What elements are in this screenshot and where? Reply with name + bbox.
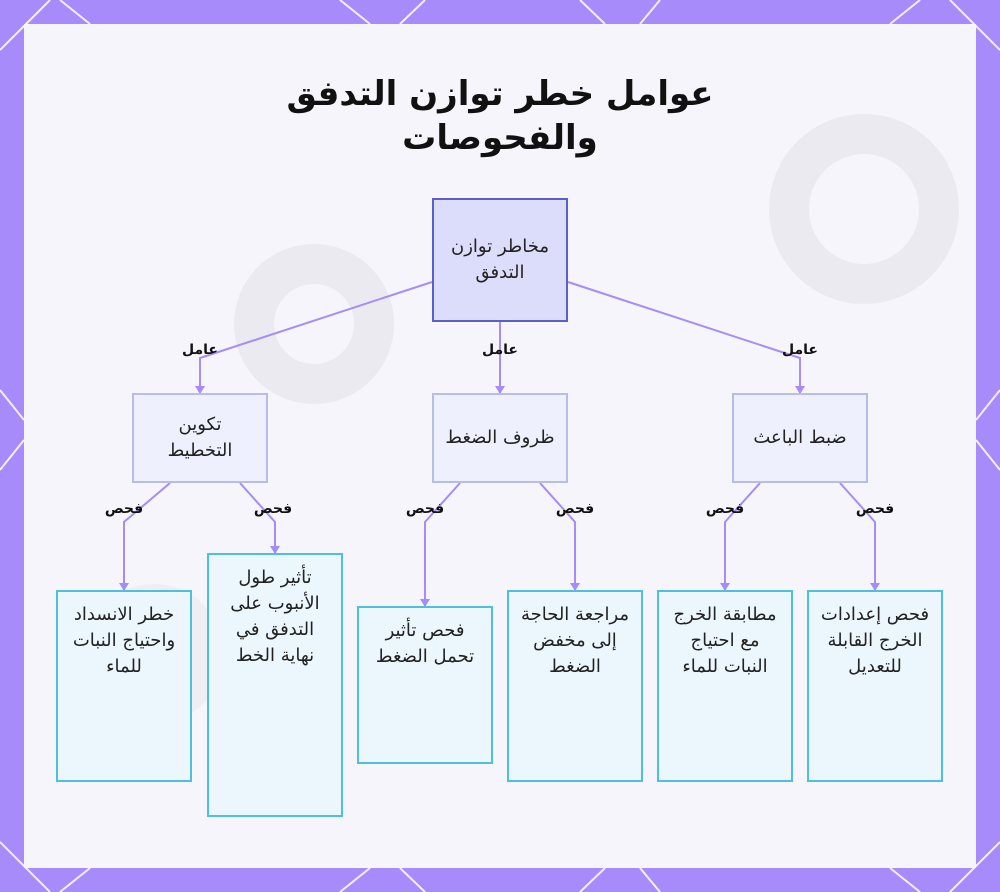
arrowhead	[795, 386, 805, 394]
factor-node-emitter: ضبط الباعث	[732, 393, 868, 483]
edge-label-check: فحص	[405, 501, 445, 517]
check-node-pipe-length: تأثير طول الأنبوب على التدفق في نهاية ال…	[207, 553, 343, 817]
arrowhead	[195, 386, 205, 394]
factor-node-label: تكوين التخطيط	[167, 414, 233, 461]
check-node-output-match: مطابقة الخرج مع احتياج النبات للماء	[657, 590, 793, 782]
check-node-label: خطر الانسداد واحتياج النبات للماء	[72, 604, 176, 677]
edge-label-check: فحص	[705, 501, 745, 517]
factor-node-label: ضبط الباعث	[753, 427, 847, 448]
arrowhead	[720, 583, 730, 591]
edge-factor-1-check-1	[123, 482, 171, 590]
factor-node-pressure: ظروف الضغط	[432, 393, 568, 483]
edge-factor-3-check-6	[839, 482, 876, 590]
factor-node-layout: تكوين التخطيط	[132, 393, 268, 483]
check-node-adjustable-output: فحص إعدادات الخرج القابلة للتعديل	[807, 590, 943, 782]
edge-label-check: فحص	[555, 501, 595, 517]
root-node: مخاطر توازن التدفق	[432, 198, 568, 322]
root-node-label: مخاطر توازن التدفق	[451, 236, 549, 283]
factor-node-label: ظروف الضغط	[445, 427, 555, 448]
check-node-label: مراجعة الحاجة إلى مخفض الضغط	[520, 604, 630, 677]
edge-factor-2-check-3	[424, 482, 461, 606]
edge-label-check: فحص	[104, 501, 144, 517]
edge-label-check: فحص	[253, 501, 293, 517]
diagram-title: عوامل خطر توازن التدفق والفحوصات	[286, 74, 714, 158]
check-node-label: تأثير طول الأنبوب على التدفق في نهاية ال…	[230, 567, 320, 666]
edge-label-check: فحص	[855, 501, 895, 517]
edge-factor-3-check-5	[724, 482, 761, 590]
check-node-pressure-reducer: مراجعة الحاجة إلى مخفض الضغط	[507, 590, 643, 782]
edge-label-factor: عامل	[782, 342, 818, 358]
edge-root-factor-1	[199, 281, 433, 393]
arrowhead	[270, 546, 280, 554]
check-node-label: فحص تأثير تحمل الضغط	[375, 620, 475, 667]
edge-label-factor: عامل	[482, 342, 518, 358]
arrowhead	[119, 583, 129, 591]
arrowhead	[420, 599, 430, 607]
check-node-label: فحص إعدادات الخرج القابلة للتعديل	[820, 604, 930, 677]
arrowhead	[570, 583, 580, 591]
arrowhead	[870, 583, 880, 591]
check-node-clogging: خطر الانسداد واحتياج النبات للماء	[56, 590, 192, 782]
check-node-label: مطابقة الخرج مع احتياج النبات للماء	[673, 604, 777, 677]
edge-factor-2-check-4	[539, 482, 576, 590]
check-node-pressure-tolerance: فحص تأثير تحمل الضغط	[357, 606, 493, 764]
edge-factor-1-check-2	[239, 482, 276, 553]
edge-root-factor-3	[567, 281, 801, 393]
arrowhead	[495, 386, 505, 394]
edge-label-factor: عامل	[182, 342, 218, 358]
